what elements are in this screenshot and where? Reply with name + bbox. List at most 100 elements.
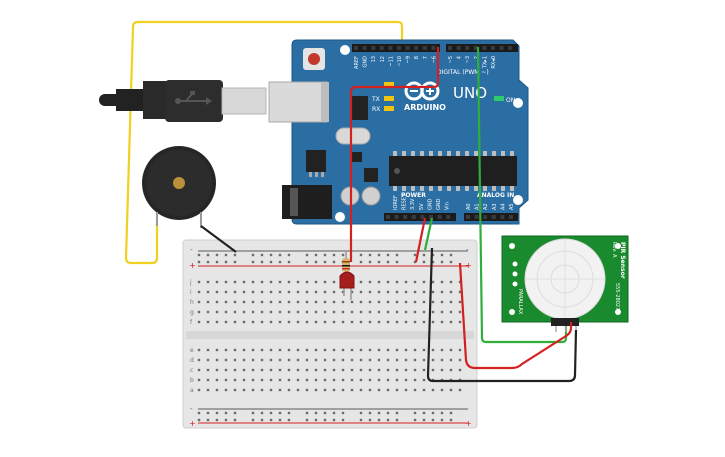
resistor[interactable] [342,252,350,272]
wire-red-5v[interactable] [414,217,427,263]
chip-small [352,96,368,120]
row-letter-f: f [190,319,193,326]
pin-label: A0 [466,203,472,210]
chip-tiny-2 [364,168,378,182]
pir-rev: Rev. A [611,242,617,258]
arduino-uno[interactable]: TX RX ON ARDUINO UNO DIGITAL (PWM ~) POW… [268,39,529,225]
brand-label: ARDUINO [404,103,446,112]
mount-hole-2 [513,98,523,108]
pin-label: ~9 [406,56,412,63]
analog-label: ANALOG IN [477,192,514,199]
wire-green-signal[interactable] [476,46,568,344]
pin-label: A4 [500,203,506,210]
chip-tiny [352,152,362,162]
row-letter-g: g [190,309,194,316]
power-header [384,213,456,221]
pin-label: GND [436,198,442,210]
wire-red-pir[interactable] [458,262,573,370]
pin-label: ~3 [465,56,471,63]
chip-pins [393,151,514,191]
pir-part: 555-28027 [614,283,620,310]
model-label: UNO [453,84,487,102]
pin-label: AREF [354,56,360,69]
led[interactable] [339,271,355,300]
row-letter-h: h [190,299,194,306]
pir-title: PIR Sensor [619,242,626,279]
rail-minus-label-top-right: - [466,246,469,254]
arduino-logo-icon [404,81,440,101]
wire-black-buzzer[interactable] [200,225,237,253]
pin-label: A2 [483,203,489,210]
pin-label: ~6 [431,56,437,63]
pin-label: 12 [380,56,386,62]
usb-icon [175,91,212,105]
rail-plus-label-bottom-left: + [189,419,196,428]
mount-hole-3 [513,195,523,205]
row-letter-e: e [190,347,194,354]
reset-button[interactable] [308,53,320,65]
pin-label: GND [427,198,433,210]
tx-label: TX [371,96,380,103]
row-letter-a: a [190,387,194,394]
wire-black-pir[interactable] [426,247,578,383]
atmega-chip [389,156,517,186]
rail-minus-label-bottom-left: - [190,405,193,413]
wire-green-gnd[interactable] [423,217,434,251]
rail-plus-label-bottom-right: + [465,419,472,428]
row-letter-d: d [190,357,194,364]
pin-label: RESET [402,193,408,210]
pir-brand: PARALLAX [517,289,523,315]
breadboard-holes [197,253,462,422]
usb-cable-end [99,94,121,106]
pin-label: ~5 [448,56,454,63]
breadboard[interactable]: - + - + - + - + j i h g f e d c b a [182,239,478,429]
usb-cable-neck [143,81,167,119]
crystal [335,127,371,145]
pin-label: A5 [509,203,515,210]
voltage-regulator [306,150,326,172]
pin-label: IOREF [393,195,399,210]
wire-yellow[interactable] [124,20,404,265]
usb-cable-strain [116,89,148,111]
buzzer-hole [173,177,185,189]
rail-plus-label-top-right: + [465,261,472,270]
pin-label: A3 [492,203,498,210]
pin-label: 5V [419,203,425,210]
usb-plug-metal [221,87,267,115]
mount-hole-4 [335,212,345,222]
rx-label: RX [372,106,380,113]
on-label: ON [506,97,515,104]
digital-header-right [446,44,518,52]
pin-label: Vin [445,202,451,210]
pir-sensor[interactable]: PIR Sensor Rev. A 555-28027 PARALLAX [501,235,629,332]
rail-plus-label-top-left: + [189,261,196,270]
pin-label: 3.3V [410,198,416,210]
pin-label: TX▸1 [482,56,488,69]
power-label: POWER [401,192,426,199]
rail-minus-label-bottom-right: - [466,405,469,413]
wire-red-pin8[interactable] [349,47,440,262]
led-on [494,96,504,101]
pin-label: 4 [457,56,463,59]
pin-label: 2 [474,56,480,59]
pin-label: GND [363,56,369,68]
piezo-buzzer[interactable] [142,146,216,228]
pin-label: ~10 [397,56,403,67]
rail-minus-label-top-left: - [190,246,193,254]
led-body [339,271,355,289]
mount-hole-1 [340,45,350,55]
row-letter-i: i [190,289,192,296]
pin-label: 13 [371,56,377,62]
led-l [384,82,394,87]
power-jack [282,185,332,219]
row-letter-j: j [189,279,192,286]
usb-cable[interactable] [99,80,267,122]
analog-header [464,213,518,221]
capacitor-2 [361,186,381,206]
row-letter-b: b [190,377,194,384]
led-tx [384,96,394,101]
digital-label: DIGITAL (PWM ~) [437,69,489,76]
usb-socket-edge [321,82,329,122]
